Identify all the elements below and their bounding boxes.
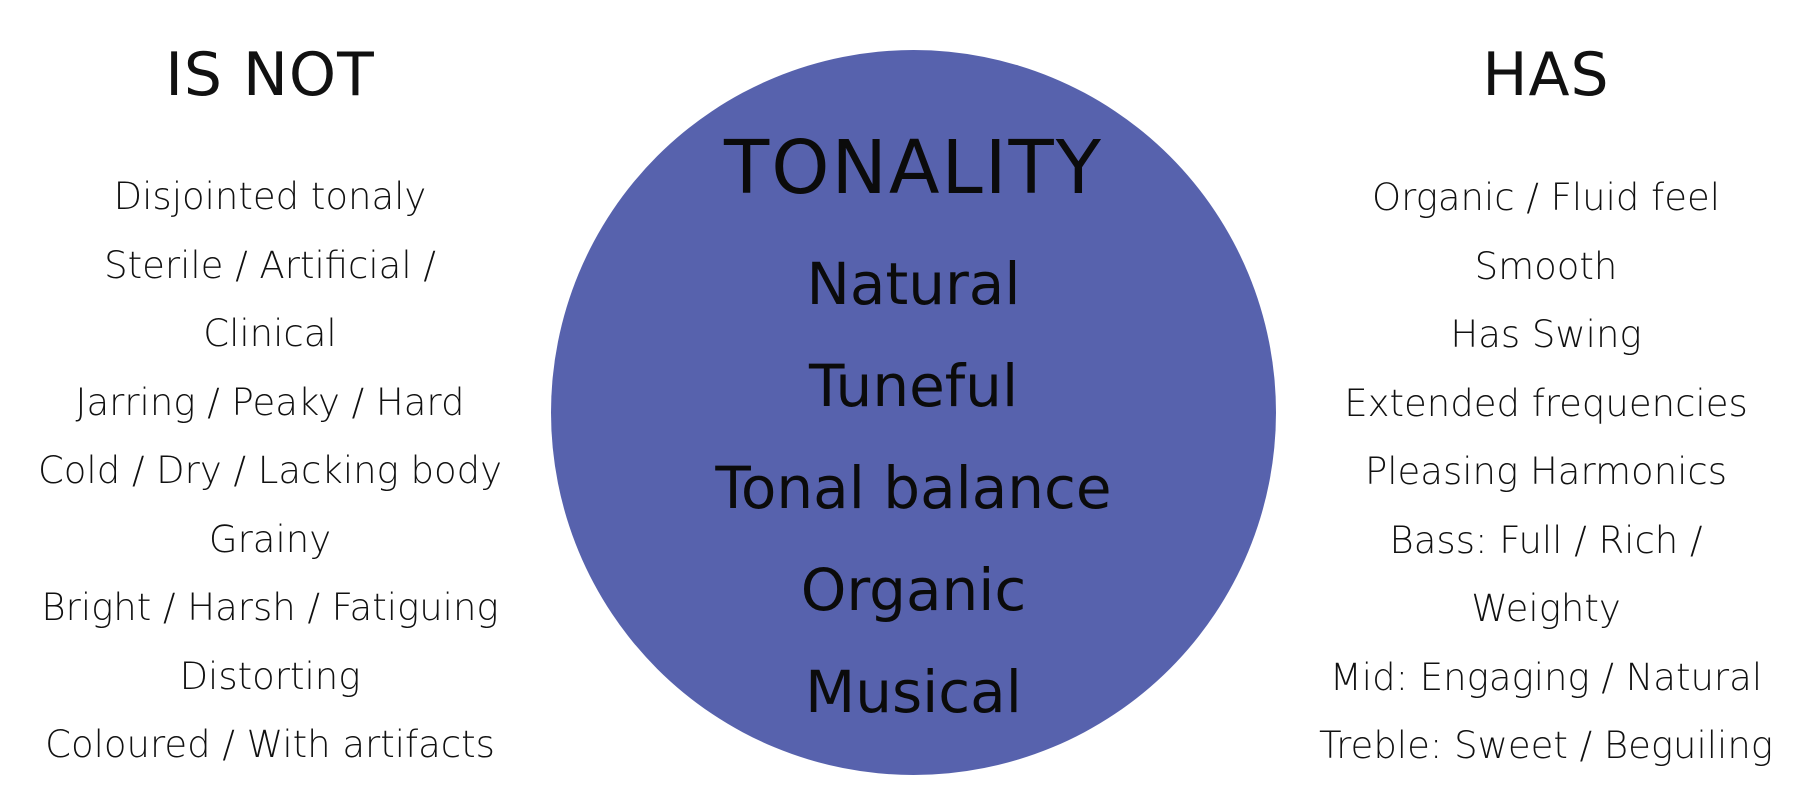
tonality-item: Musical (805, 658, 1022, 726)
has-item: Pleasing Harmonics (1364, 450, 1728, 493)
has-list: Organic / Fluid feel Smooth Has Swing Ex… (1290, 164, 1802, 781)
is-not-item: Distorting (179, 654, 361, 698)
has-item: Has Swing (1450, 313, 1642, 356)
has-heading: HAS (1482, 40, 1610, 110)
is-not-item: Clinical (203, 312, 337, 355)
is-not-item: Cold / Dry / Lacking body (37, 449, 503, 492)
tonality-circle: TONALITY Natural Tuneful Tonal balance O… (551, 50, 1276, 775)
has-item: Organic / Fluid feel (1372, 176, 1720, 219)
tonality-item: Natural (806, 250, 1021, 318)
is-not-item: Jarring / Peaky / Hard (75, 380, 465, 424)
has-item: Treble: Sweet / Beguiling (1319, 724, 1773, 767)
tonality-item: Tonal balance (715, 454, 1112, 522)
tonality-item: Organic (800, 556, 1027, 624)
has-item: Smooth (1474, 244, 1618, 288)
has-item: Mid: Engaging / Natural (1329, 655, 1763, 699)
is-not-item: Bright / Harsh / Fatiguing (41, 586, 499, 629)
tonality-list: Natural Tuneful Tonal balance Organic Mu… (551, 233, 1276, 743)
is-not-item: Grainy (208, 517, 332, 561)
tonality-item: Tuneful (808, 352, 1019, 420)
is-not-item: Sterile / Artificial / (104, 243, 436, 287)
has-item: Bass: Full / Rich / (1389, 518, 1703, 562)
tonality-title: TONALITY (724, 125, 1103, 211)
has-item: Weighty (1471, 587, 1621, 630)
is-not-list: Disjointed tonaly Sterile / Artificial /… (0, 163, 540, 780)
is-not-heading: IS NOT (165, 40, 375, 110)
is-not-item: Coloured / With artifacts (45, 723, 495, 766)
is-not-item: Disjointed tonaly (113, 175, 427, 218)
has-item: Extended frequencies (1344, 381, 1748, 425)
